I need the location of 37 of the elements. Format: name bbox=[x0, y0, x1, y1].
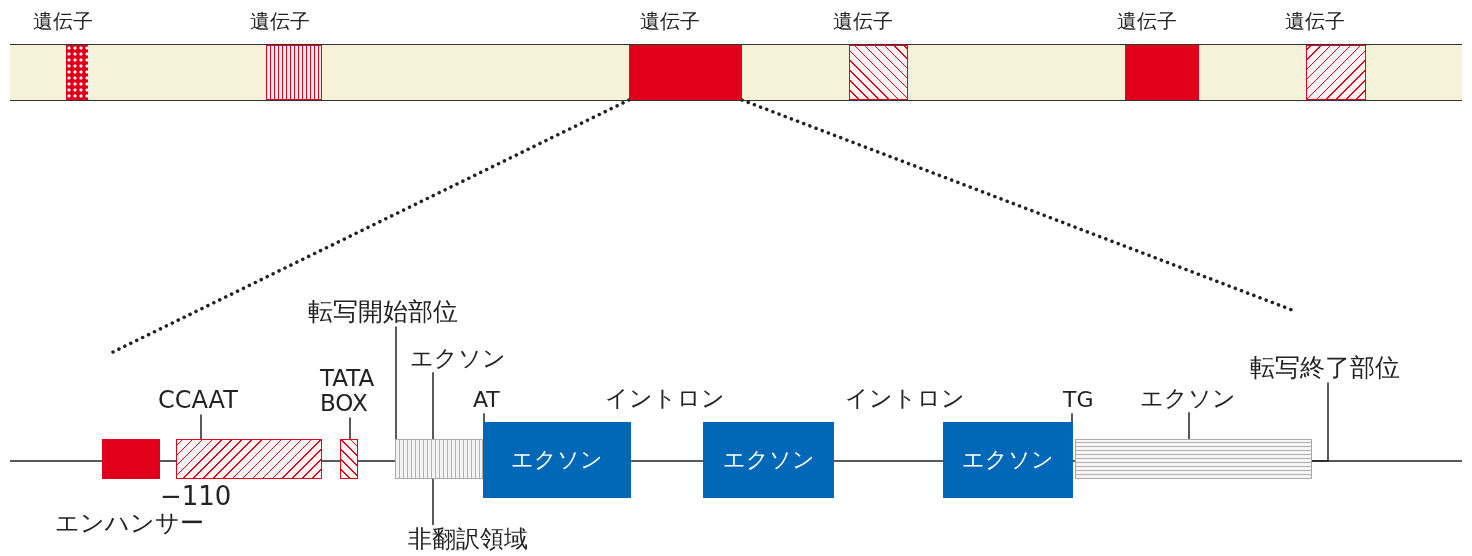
gene-label: 遺伝子 bbox=[640, 10, 700, 32]
leader-line bbox=[432, 371, 434, 440]
region-label: エクソン bbox=[410, 346, 506, 372]
leader-line bbox=[483, 412, 485, 423]
site-label: 転写開始部位 bbox=[308, 298, 458, 326]
gene-label: 遺伝子 bbox=[1285, 10, 1345, 32]
leader-line bbox=[432, 478, 434, 526]
leader-line bbox=[200, 413, 202, 440]
tata-box bbox=[340, 439, 358, 479]
zoom-guide-line bbox=[111, 98, 631, 354]
sequence-label: AT bbox=[473, 388, 500, 413]
exon-box: エクソン bbox=[943, 422, 1073, 498]
gene-label: 遺伝子 bbox=[833, 10, 893, 32]
gene-label: 遺伝子 bbox=[250, 10, 310, 32]
leader-line bbox=[395, 325, 397, 440]
zoom-guide-line bbox=[740, 98, 1294, 312]
ccaat-box bbox=[176, 439, 322, 479]
position-label: −110 bbox=[160, 482, 232, 511]
enhancer-label: エンハンサー bbox=[55, 510, 204, 537]
utr-box bbox=[395, 439, 483, 479]
region-label: エクソン bbox=[1140, 386, 1236, 412]
region-label: 非翻訳領域 bbox=[408, 526, 528, 553]
gene-label: 遺伝子 bbox=[33, 10, 93, 32]
exon-box: エクソン bbox=[703, 422, 834, 498]
intron-label: イントロン bbox=[845, 386, 965, 412]
site-label: 転写終了部位 bbox=[1250, 354, 1400, 382]
intron-label: イントロン bbox=[605, 386, 725, 412]
leader-line bbox=[349, 416, 351, 440]
sequence-label: TG bbox=[1063, 388, 1094, 413]
element-label: TATA BOX bbox=[320, 366, 394, 417]
element-label: CCAAT bbox=[158, 387, 238, 414]
utr-box bbox=[1075, 439, 1312, 479]
leader-line bbox=[1071, 412, 1073, 423]
leader-line bbox=[1311, 381, 1329, 462]
gene-label: 遺伝子 bbox=[1117, 10, 1177, 32]
exon-box: エクソン bbox=[483, 422, 631, 498]
leader-line bbox=[1188, 411, 1190, 440]
